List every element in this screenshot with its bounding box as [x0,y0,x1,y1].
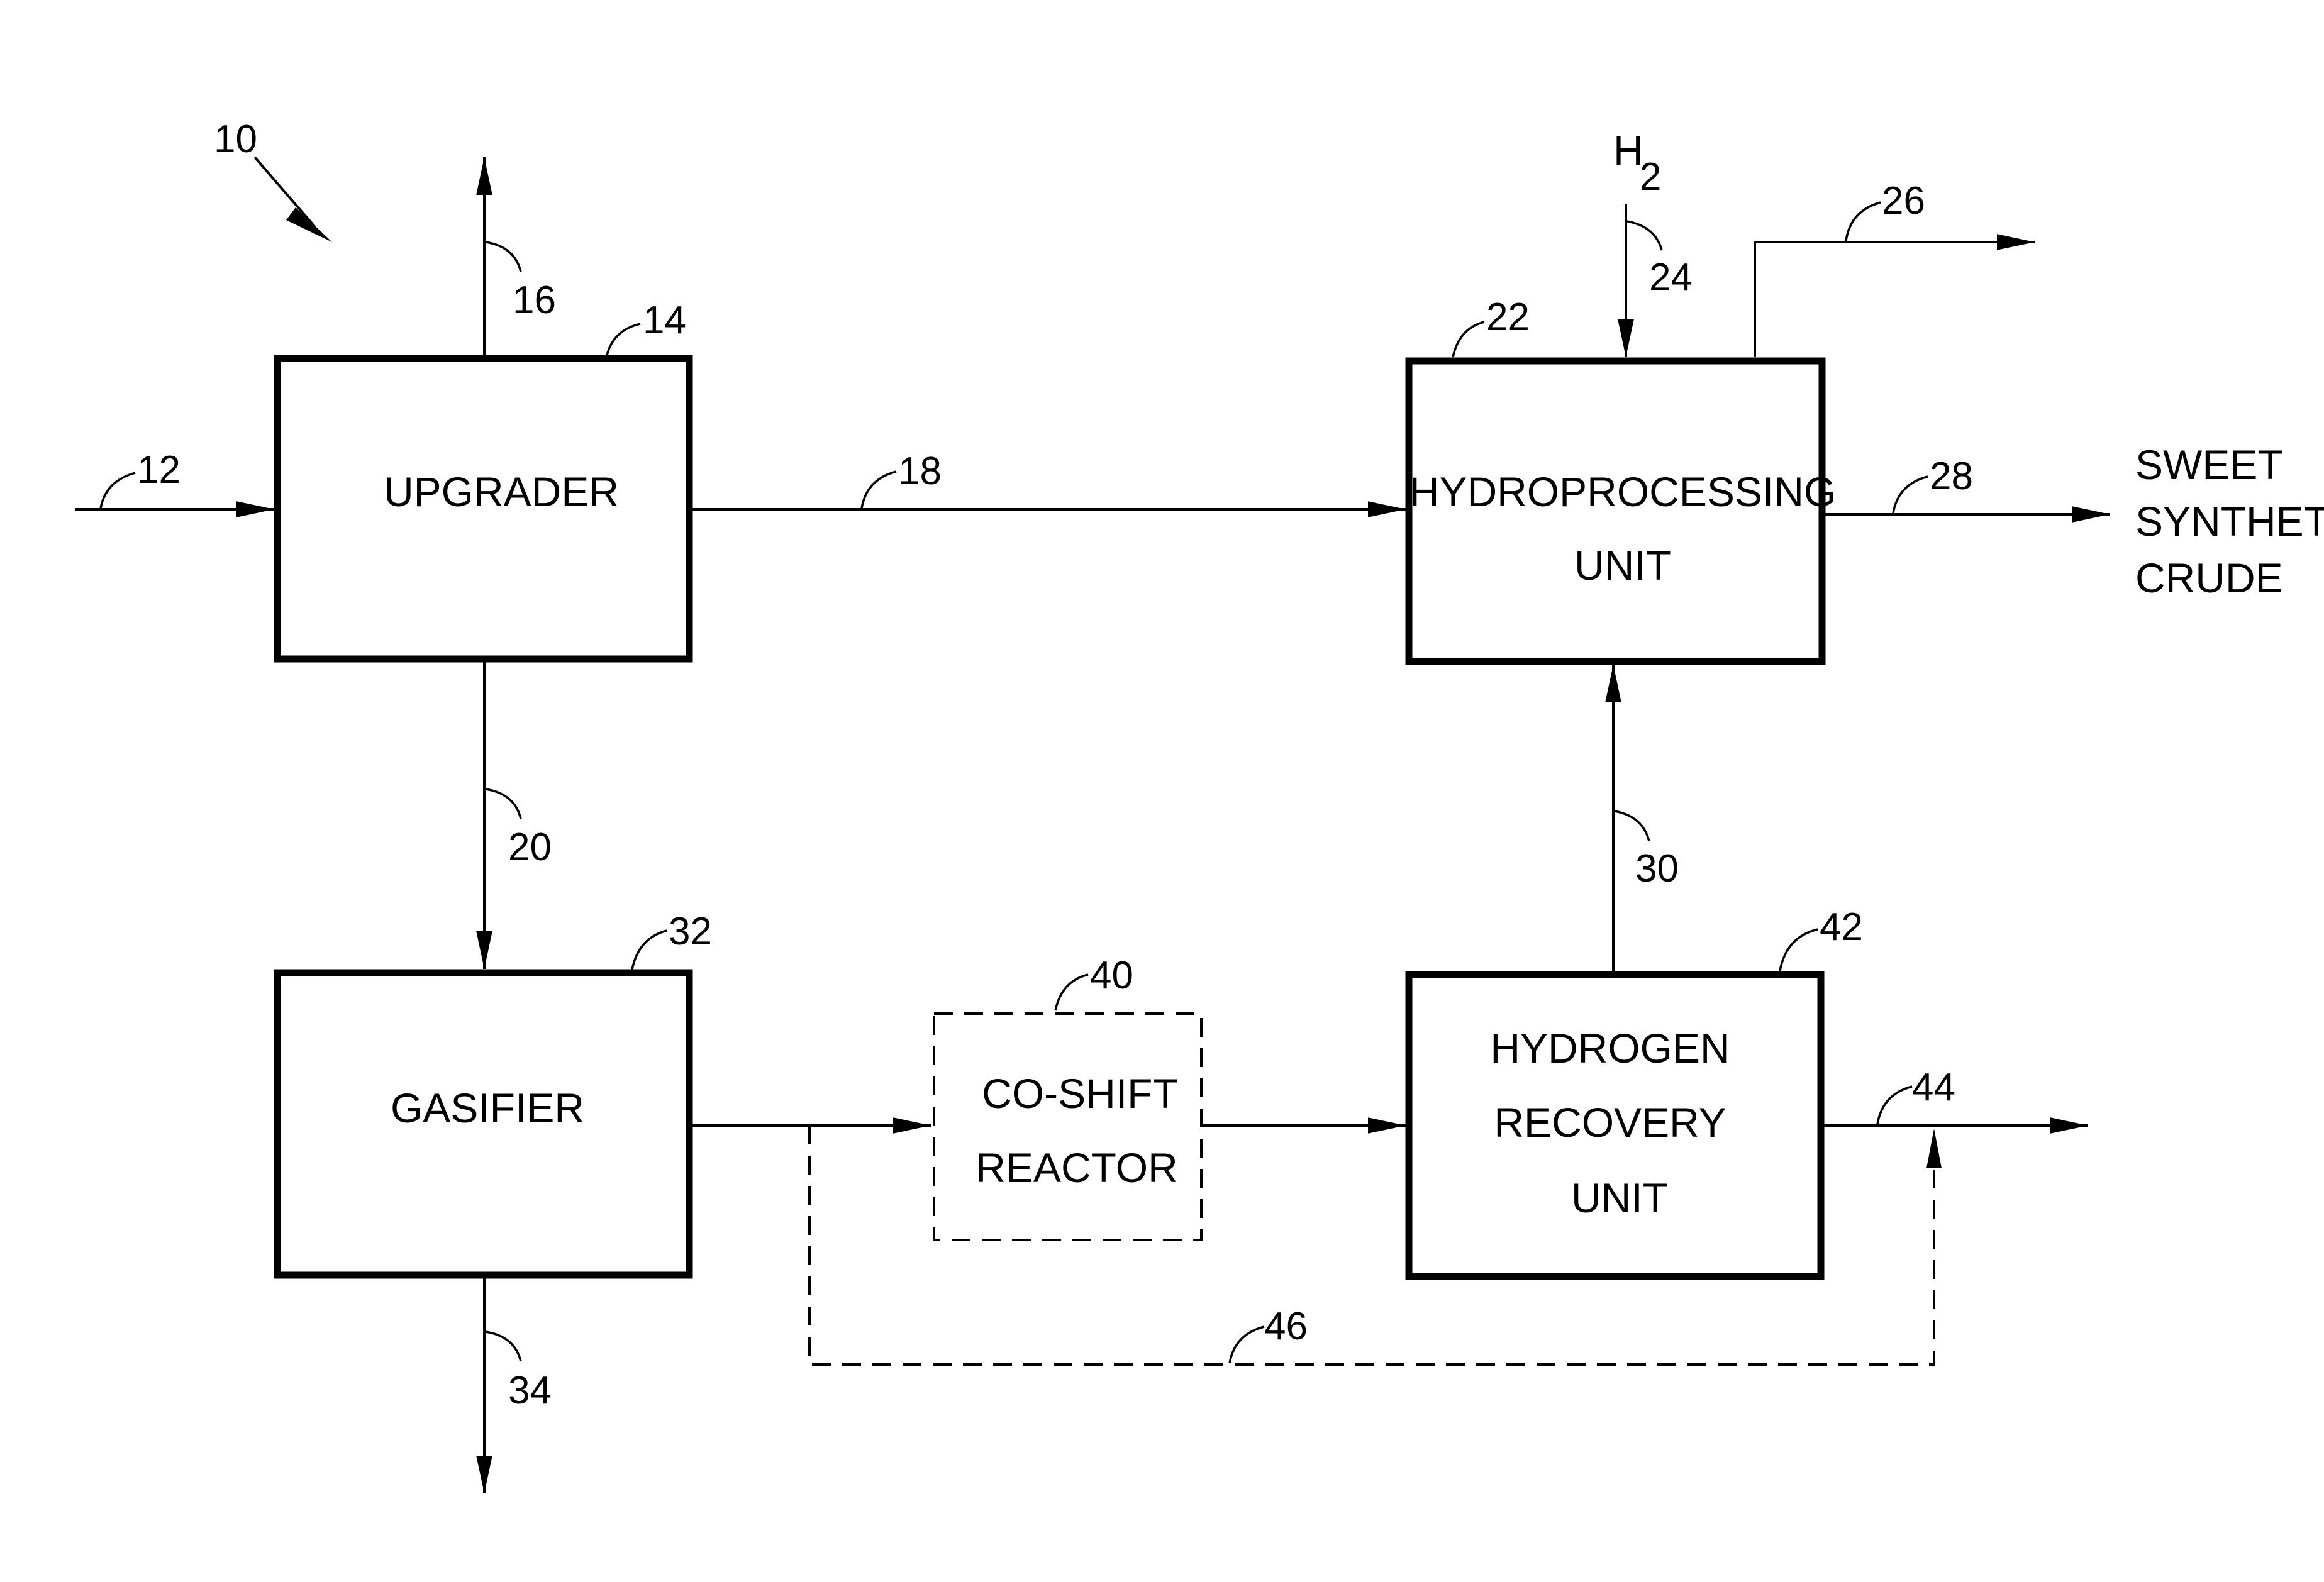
gasifier-ref-label: 32 [669,910,712,953]
upgrader-label: UPGRADER [384,468,619,515]
hydrogen-recovery-label-line-1: HYDROGEN [1490,1025,1730,1071]
stream-46-arrowhead-icon [1926,1129,1942,1168]
hydrogen-recovery-ref-leader [1780,929,1818,971]
stream-16-label: 16 [513,279,556,322]
stream-28-label: 28 [1930,455,1973,498]
product-label-line-1: SWEET [2135,441,2283,488]
stream-44-label: 44 [1912,1066,1955,1109]
stream-18-leader [862,472,896,508]
co-shift-ref-label: 40 [1090,954,1133,997]
stream-34-leader [486,1332,521,1361]
stream-18-label: 18 [898,450,942,493]
stream-26-leader [1846,202,1881,241]
stream-44-leader [1877,1087,1912,1124]
upgrader-block: UPGRADER [277,358,689,659]
figure-ref-arrowhead-icon [286,207,332,242]
stream-26-label: 26 [1882,179,1925,223]
figure-ref-label: 10 [214,118,257,161]
stream-30-label: 30 [1635,847,1679,890]
gasifier-label: GASIFIER [391,1085,584,1131]
h2-subscript: 2 [1640,155,1661,199]
stream-20-label: 20 [508,826,552,869]
stream-30-leader [1615,811,1649,841]
stream-28-leader [1893,477,1928,513]
hydroprocessing-block: HYDROPROCESSING UNIT [1409,361,1836,661]
gasifier-ref-leader [632,931,667,970]
figure-ref-pointer [255,157,314,226]
hydrogen-recovery-ref-label: 42 [1820,905,1863,949]
hydrogen-recovery-block: HYDROGEN RECOVERY UNIT [1409,975,1821,1276]
stream-46-leader [1230,1327,1264,1363]
co-shift-label-line-1: CO-SHIFT [982,1070,1178,1117]
stream-26-line [1755,242,2035,357]
product-label-line-3: CRUDE [2135,555,2283,601]
stream-12-label: 12 [137,448,181,492]
h2-label: H [1613,127,1643,174]
stream-12-leader [101,473,135,508]
hydroprocessing-label-line-1: HYDROPROCESSING [1409,468,1836,515]
stream-24-label: 24 [1649,256,1693,299]
stream-34-label: 34 [508,1369,552,1412]
stream-46-label: 46 [1264,1305,1308,1348]
gasifier-block: GASIFIER [277,973,689,1275]
hydrogen-recovery-label-line-2: RECOVERY [1494,1099,1726,1146]
hydroprocessing-ref-leader [1453,322,1484,357]
upgrader-ref-label: 14 [643,299,686,342]
hydroprocessing-ref-label: 22 [1486,296,1530,339]
hydrogen-recovery-label-line-3: UNIT [1571,1175,1668,1221]
co-shift-label-line-2: REACTOR [976,1144,1178,1191]
upgrader-ref-leader [607,324,640,355]
stream-20-leader [486,789,521,819]
hydroprocessing-label-line-2: UNIT [1574,542,1671,589]
stream-16-leader [486,242,521,272]
co-shift-ref-leader [1055,975,1088,1010]
co-shift-reactor-block: CO-SHIFT REACTOR [934,1014,1201,1240]
stream-24-leader [1627,221,1662,250]
product-label-line-2: SYNTHETIC [2135,498,2324,545]
